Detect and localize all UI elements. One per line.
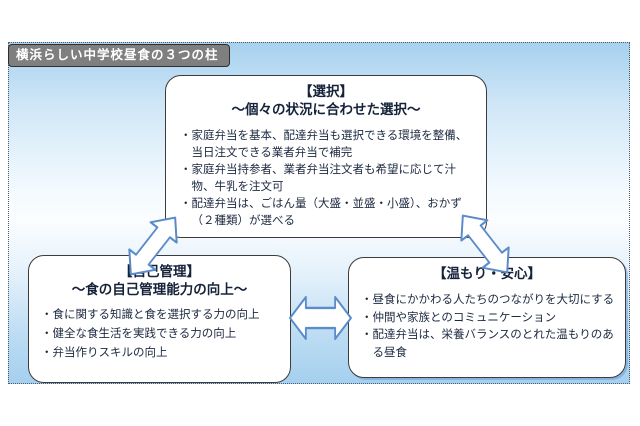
double-arrow-icon-selection-warmth bbox=[448, 204, 522, 284]
box-self-management: 【自己管理】 ～食の自己管理能力の向上～ ・食に関する知識と食を選択する力の向上… bbox=[28, 255, 291, 383]
bullet-item: ・健全な食生活を実践できる力の向上 bbox=[41, 328, 237, 340]
box-self-management-bullets: ・食に関する知識と食を選択する力の向上 ・健全な食生活を実践できる力の向上 ・弁… bbox=[29, 306, 290, 363]
bullet-item: ・配達弁当は、栄養バランスのとれた温もりのある昼食 bbox=[361, 329, 614, 359]
box-selection-bullets: ・家庭弁当を基本、配達弁当も選択できる環境を整備、当日注文できる業者弁当で補完 … bbox=[166, 128, 486, 230]
box-warmth-safety: 【温もり・安心】 ・昼食にかかわる人たちのつながりを大切にする ・仲間や家族との… bbox=[348, 257, 626, 378]
bullet-item: ・食に関する知識と食を選択する力の向上 bbox=[41, 309, 260, 321]
double-arrow-icon-self-warmth bbox=[289, 294, 352, 342]
double-arrow-icon-selection-self bbox=[116, 206, 190, 286]
box-selection: 【選択】 ～個々の状況に合わせた選択～ ・家庭弁当を基本、配達弁当も選択できる環… bbox=[165, 75, 487, 238]
bullet-item: ・家庭弁当を基本、配達弁当も選択できる環境を整備、当日注文できる業者弁当で補完 bbox=[180, 130, 468, 159]
box-warmth-safety-bullets: ・昼食にかかわる人たちのつながりを大切にする ・仲間や家族とのコミュニケーション… bbox=[349, 292, 625, 362]
bullet-item: ・弁当作りスキルの向上 bbox=[41, 347, 168, 359]
bullet-item: ・家庭弁当持参者、業者弁当注文者も希望に応じて汁物、牛乳を注文可 bbox=[180, 164, 456, 193]
bullet-item: ・配達弁当は、ごはん量（大盛・並盛・小盛）、おかず（２種類）が選べる bbox=[180, 198, 462, 227]
box-self-management-subtitle: ～食の自己管理能力の向上～ bbox=[71, 282, 248, 297]
bullet-item: ・昼食にかかわる人たちのつながりを大切にする bbox=[361, 294, 615, 306]
box-selection-title: 【選択】 bbox=[299, 84, 353, 99]
diagram-title-bar: 横浜らしい中学校昼食の３つの柱 bbox=[8, 44, 230, 67]
box-warmth-safety-title: 【温もり・安心】 bbox=[433, 266, 541, 281]
bullet-item: ・仲間や家族とのコミュニケーション bbox=[361, 311, 557, 324]
box-selection-subtitle: ～個々の状況に合わせた選択～ bbox=[231, 102, 421, 117]
